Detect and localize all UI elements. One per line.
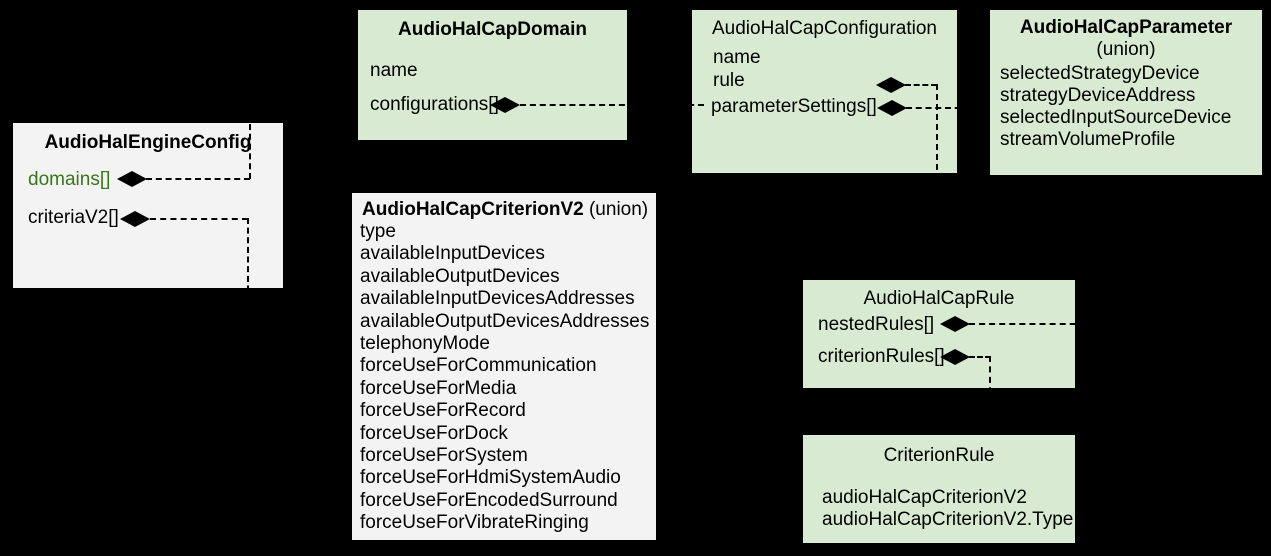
connector-domains-to-domain-box bbox=[250, 74, 358, 76]
field-audio-hal-cap-criterion-v2-type: audioHalCapCriterionV2.Type bbox=[822, 509, 1074, 530]
field-nested-rules: nestedRules[] bbox=[818, 314, 935, 335]
class-subtitle-union: (union) bbox=[1096, 39, 1156, 60]
field-configurations: configurations[] bbox=[370, 94, 499, 115]
class-box-audio-hal-engine-config: AudioHalEngineConfig domains[] criteriaV… bbox=[13, 123, 283, 288]
class-box-criterion-rule: CriterionRule audioHalCapCriterionV2 aud… bbox=[803, 435, 1075, 543]
field-force-use-for-system: forceUseForSystem bbox=[360, 445, 528, 467]
class-box-audio-hal-cap-parameter: AudioHalCapParameter (union) selectedStr… bbox=[990, 10, 1262, 175]
class-subtitle-union: (union) bbox=[588, 199, 649, 220]
field-force-use-for-vibrate-ringing: forceUseForVibrateRinging bbox=[360, 512, 589, 534]
field-force-use-for-media: forceUseForMedia bbox=[360, 377, 517, 399]
connector-criteria-v2-vertical bbox=[247, 218, 249, 330]
field-parameter-settings: parameterSettings[] bbox=[711, 96, 877, 117]
composition-diamond-icon-configurations bbox=[490, 97, 520, 113]
field-force-use-for-hdmi-system-audio: forceUseForHdmiSystemAudio bbox=[360, 467, 621, 489]
connector-rule-vertical bbox=[936, 84, 938, 280]
field-selected-strategy-device: selectedStrategyDevice bbox=[1000, 63, 1200, 84]
composition-diamond-icon-criteria-v2 bbox=[120, 211, 150, 227]
field-domains: domains[] bbox=[28, 169, 111, 190]
composition-diamond-icon-rule bbox=[876, 77, 906, 93]
field-available-output-devices: availableOutputDevices bbox=[360, 265, 560, 287]
field-strategy-device-address: strategyDeviceAddress bbox=[1000, 85, 1196, 106]
class-title: AudioHalCapDomain bbox=[398, 19, 587, 40]
field-force-use-for-record: forceUseForRecord bbox=[360, 400, 526, 422]
connector-parameter-settings-horizontal bbox=[906, 107, 990, 109]
class-box-audio-hal-cap-configuration: AudioHalCapConfiguration name rule param… bbox=[692, 10, 957, 173]
class-title: AudioHalCapParameter bbox=[1019, 17, 1233, 38]
composition-diamond-icon-domains bbox=[117, 171, 147, 187]
composition-diamond-icon-nested-rules bbox=[940, 316, 970, 332]
field-force-use-for-encoded-surround: forceUseForEncodedSurround bbox=[360, 489, 618, 511]
field-name: name bbox=[370, 60, 418, 81]
connector-domains-horizontal bbox=[146, 178, 250, 180]
field-criterion-rules: criterionRules[] bbox=[818, 346, 945, 367]
field-stream-volume-profile: streamVolumeProfile bbox=[1000, 129, 1176, 150]
field-force-use-for-communication: forceUseForCommunication bbox=[360, 355, 597, 377]
field-force-use-for-dock: forceUseForDock bbox=[360, 422, 508, 444]
class-title: AudioHalCapRule bbox=[863, 288, 1015, 309]
connector-criteria-v2-to-criterion-box bbox=[247, 329, 352, 331]
connector-criterion-rules-vertical bbox=[989, 356, 991, 435]
field-list: type availableInputDevices availableOutp… bbox=[352, 221, 656, 535]
connector-criterion-rules-horizontal bbox=[969, 356, 991, 358]
field-available-input-devices-addresses: availableInputDevicesAddresses bbox=[360, 288, 635, 310]
field-available-output-devices-addresses: availableOutputDevicesAddresses bbox=[360, 310, 650, 332]
field-name: name bbox=[713, 47, 761, 68]
field-available-input-devices: availableInputDevices bbox=[360, 243, 545, 265]
field-telephony-mode: telephonyMode bbox=[360, 333, 490, 355]
class-title: CriterionRule bbox=[883, 445, 995, 466]
class-title: AudioHalCapCriterionV2 (union) bbox=[352, 199, 656, 221]
connector-configurations-horizontal bbox=[520, 104, 704, 106]
class-title-text: AudioHalCapCriterionV2 bbox=[362, 199, 584, 220]
composition-diamond-icon-parameter-settings bbox=[877, 100, 907, 116]
class-title: AudioHalCapConfiguration bbox=[712, 18, 937, 39]
field-selected-input-source-device: selectedInputSourceDevice bbox=[1000, 107, 1232, 128]
field-criteria-v2: criteriaV2[] bbox=[28, 207, 119, 228]
connector-domains-vertical bbox=[249, 75, 251, 179]
field-audio-hal-cap-criterion-v2: audioHalCapCriterionV2 bbox=[822, 487, 1027, 508]
field-type: type bbox=[360, 221, 396, 242]
field-rule: rule bbox=[713, 70, 745, 91]
connector-rule-horizontal bbox=[905, 84, 937, 86]
composition-diamond-icon-criterion-rules bbox=[940, 349, 970, 365]
class-box-audio-hal-cap-domain: AudioHalCapDomain name configurations[] bbox=[358, 10, 627, 140]
connector-nested-rules-horizontal bbox=[969, 323, 1247, 325]
class-box-audio-hal-cap-rule: AudioHalCapRule nestedRules[] criterionR… bbox=[803, 280, 1075, 388]
connector-criteria-v2-horizontal bbox=[150, 218, 248, 220]
class-box-audio-hal-cap-criterion-v2: AudioHalCapCriterionV2 (union) type avai… bbox=[352, 193, 656, 540]
class-title: AudioHalEngineConfig bbox=[44, 132, 252, 153]
